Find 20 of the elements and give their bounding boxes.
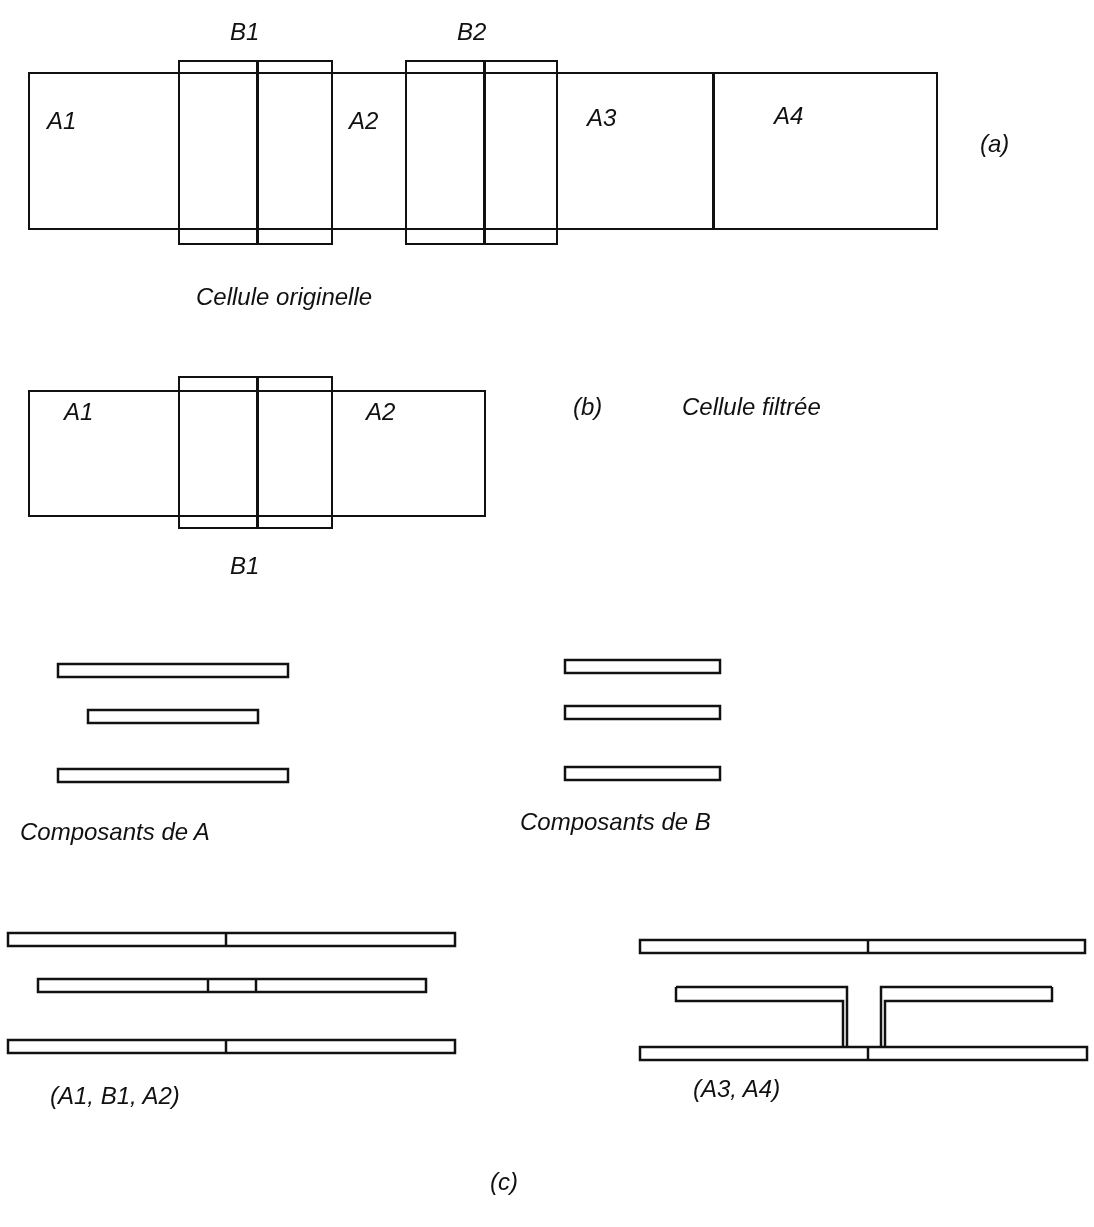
caption: (A1, B1, A2)	[50, 1082, 180, 1110]
cell-label: A1	[47, 107, 77, 135]
caption: Composants de A	[20, 818, 210, 846]
cell-label: A2	[349, 107, 379, 135]
cell-label: B1	[230, 18, 260, 46]
panel-label: (c)	[490, 1168, 518, 1196]
cell-label: A3	[587, 104, 617, 132]
cell-label: B1	[230, 552, 260, 580]
panel-label: (a)	[980, 130, 1010, 158]
caption: (A3, A4)	[693, 1075, 781, 1103]
cell-strip	[28, 72, 938, 230]
cell-strip	[28, 390, 486, 517]
cell-label: A4	[774, 102, 804, 130]
caption: Cellule originelle	[196, 283, 373, 311]
cell-label: A1	[64, 398, 94, 426]
cell-label: B2	[457, 18, 487, 46]
panel-label: (b)	[573, 393, 603, 421]
caption: Composants de B	[520, 808, 711, 836]
cell-label: A2	[366, 398, 396, 426]
caption: Cellule filtrée	[682, 393, 821, 421]
